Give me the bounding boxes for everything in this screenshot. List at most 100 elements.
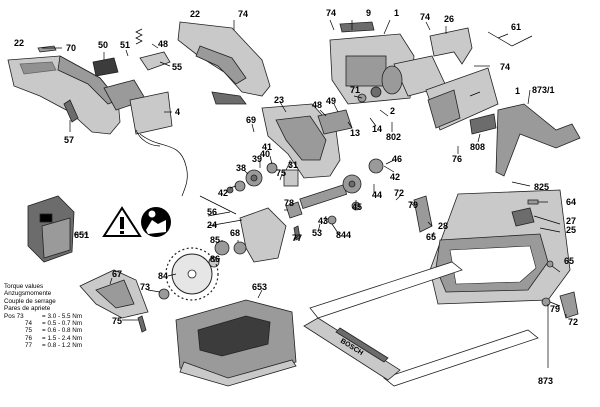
torque-pos: 74 <box>24 320 32 328</box>
callout-9: 9 <box>366 8 371 18</box>
callout-labels: 22 70 50 51 48 55 4 57 22 74 74 9 1 74 2… <box>14 8 578 386</box>
callout-86: 86 <box>210 254 220 264</box>
callout-74b: 74 <box>326 8 336 18</box>
label-plate-part <box>469 113 497 135</box>
torque-header-de: Anzugsmomente <box>4 290 52 298</box>
callout-27: 27 <box>566 216 576 226</box>
callout-65a: 65 <box>426 232 436 242</box>
callout-40: 40 <box>260 149 270 159</box>
callout-68: 68 <box>230 228 240 238</box>
motor-cover-part <box>425 67 499 131</box>
gear-train-part <box>226 162 299 194</box>
callout-61: 61 <box>511 22 521 32</box>
callout-75b: 75 <box>112 316 122 326</box>
callout-4: 4 <box>175 107 180 117</box>
torque-values-table: Torque values Anzugsmomente Couple de se… <box>4 283 91 350</box>
callout-873: 873 <box>538 376 553 386</box>
plate-49 <box>317 109 353 135</box>
callout-70: 70 <box>66 43 76 53</box>
callout-24: 24 <box>207 220 217 230</box>
spindle-part <box>299 158 384 225</box>
torque-header-en: Torque values <box>4 283 44 290</box>
part-78 <box>285 201 303 219</box>
callout-51: 51 <box>120 40 130 50</box>
callout-22b: 22 <box>190 9 200 19</box>
screw-65-part <box>546 260 554 268</box>
charger-part <box>175 299 297 387</box>
bracket-part <box>429 27 473 65</box>
callout-84: 84 <box>158 271 168 281</box>
callout-71: 71 <box>350 85 360 95</box>
callout-825: 825 <box>534 182 549 192</box>
rubber-pad-part <box>92 57 119 77</box>
callout-72a: 72 <box>394 188 404 198</box>
callout-55: 55 <box>172 62 182 72</box>
blade-guard-lower-part <box>79 269 149 319</box>
callout-28: 28 <box>438 221 448 231</box>
battery-pack-part <box>27 195 75 263</box>
torque-eq: = <box>42 342 46 350</box>
callout-25: 25 <box>566 225 576 235</box>
callout-43: 43 <box>318 216 328 226</box>
callout-802: 802 <box>386 132 401 142</box>
callout-78: 78 <box>284 198 294 208</box>
callout-53: 53 <box>312 228 322 238</box>
callout-72b: 72 <box>568 317 578 327</box>
callout-85: 85 <box>210 235 220 245</box>
leader-lines <box>42 19 567 368</box>
callout-13: 13 <box>350 128 360 138</box>
callout-49: 49 <box>326 96 336 106</box>
callout-65b: 65 <box>564 256 574 266</box>
callout-69: 69 <box>246 115 256 125</box>
torque-row: 76 = 1.5 - 2.4 Nm <box>4 335 91 342</box>
callout-41: 41 <box>262 142 272 152</box>
callout-74c: 74 <box>420 12 430 22</box>
callout-22: 22 <box>14 38 24 48</box>
callout-39: 39 <box>252 154 262 164</box>
callout-1a: 1 <box>394 8 399 18</box>
nut-79-part <box>541 297 551 307</box>
torque-pos: 77 <box>24 342 32 350</box>
callout-79a: 79 <box>408 200 418 210</box>
callout-808: 808 <box>470 142 485 152</box>
callout-23: 23 <box>274 95 284 105</box>
washer-68 <box>233 241 247 255</box>
callout-57: 57 <box>64 135 74 145</box>
callout-56: 56 <box>207 207 217 217</box>
callout-74a: 74 <box>238 9 248 19</box>
callout-42a: 42 <box>218 188 228 198</box>
callout-2: 2 <box>390 106 395 116</box>
screw-57 <box>63 99 79 123</box>
callout-74d: 74 <box>500 62 510 72</box>
flange-part <box>158 288 170 300</box>
torque-pos: 76 <box>24 334 32 342</box>
torque-row: 77 = 0.8 - 1.2 Nm <box>4 342 91 349</box>
torque-value: 0.8 - 1.2 Nm <box>47 342 83 350</box>
spring-part <box>135 28 143 45</box>
callout-31: 31 <box>288 160 298 170</box>
torque-row: 74 = 0.5 - 0.7 Nm <box>4 320 91 327</box>
callout-50: 50 <box>98 40 108 50</box>
torque-value: 1.5 - 2.4 Nm <box>47 334 83 342</box>
guide-rail-part <box>303 261 539 387</box>
torque-row: 75 = 0.6 - 0.8 Nm <box>4 327 91 334</box>
rip-fence-lever-part <box>495 103 581 177</box>
callout-44: 44 <box>372 190 382 200</box>
base-plate-part <box>429 189 571 305</box>
callout-67: 67 <box>112 269 122 279</box>
torque-eq: = <box>42 334 46 342</box>
motor-part <box>370 55 447 98</box>
torque-eq: = <box>42 312 46 320</box>
torque-eq: = <box>42 327 46 335</box>
callout-79b: 79 <box>550 304 560 314</box>
torque-row: Pos 73 = 3.0 - 5.5 Nm <box>4 313 91 320</box>
screw-75 <box>137 315 147 333</box>
read-manual-icon <box>141 207 171 237</box>
callout-653: 653 <box>252 282 267 292</box>
hex-key-part <box>487 31 533 47</box>
callout-38: 38 <box>236 163 246 173</box>
torque-header-fr: Couple de serrage <box>4 297 56 305</box>
callout-48: 48 <box>158 39 168 49</box>
callout-46: 46 <box>392 154 402 164</box>
